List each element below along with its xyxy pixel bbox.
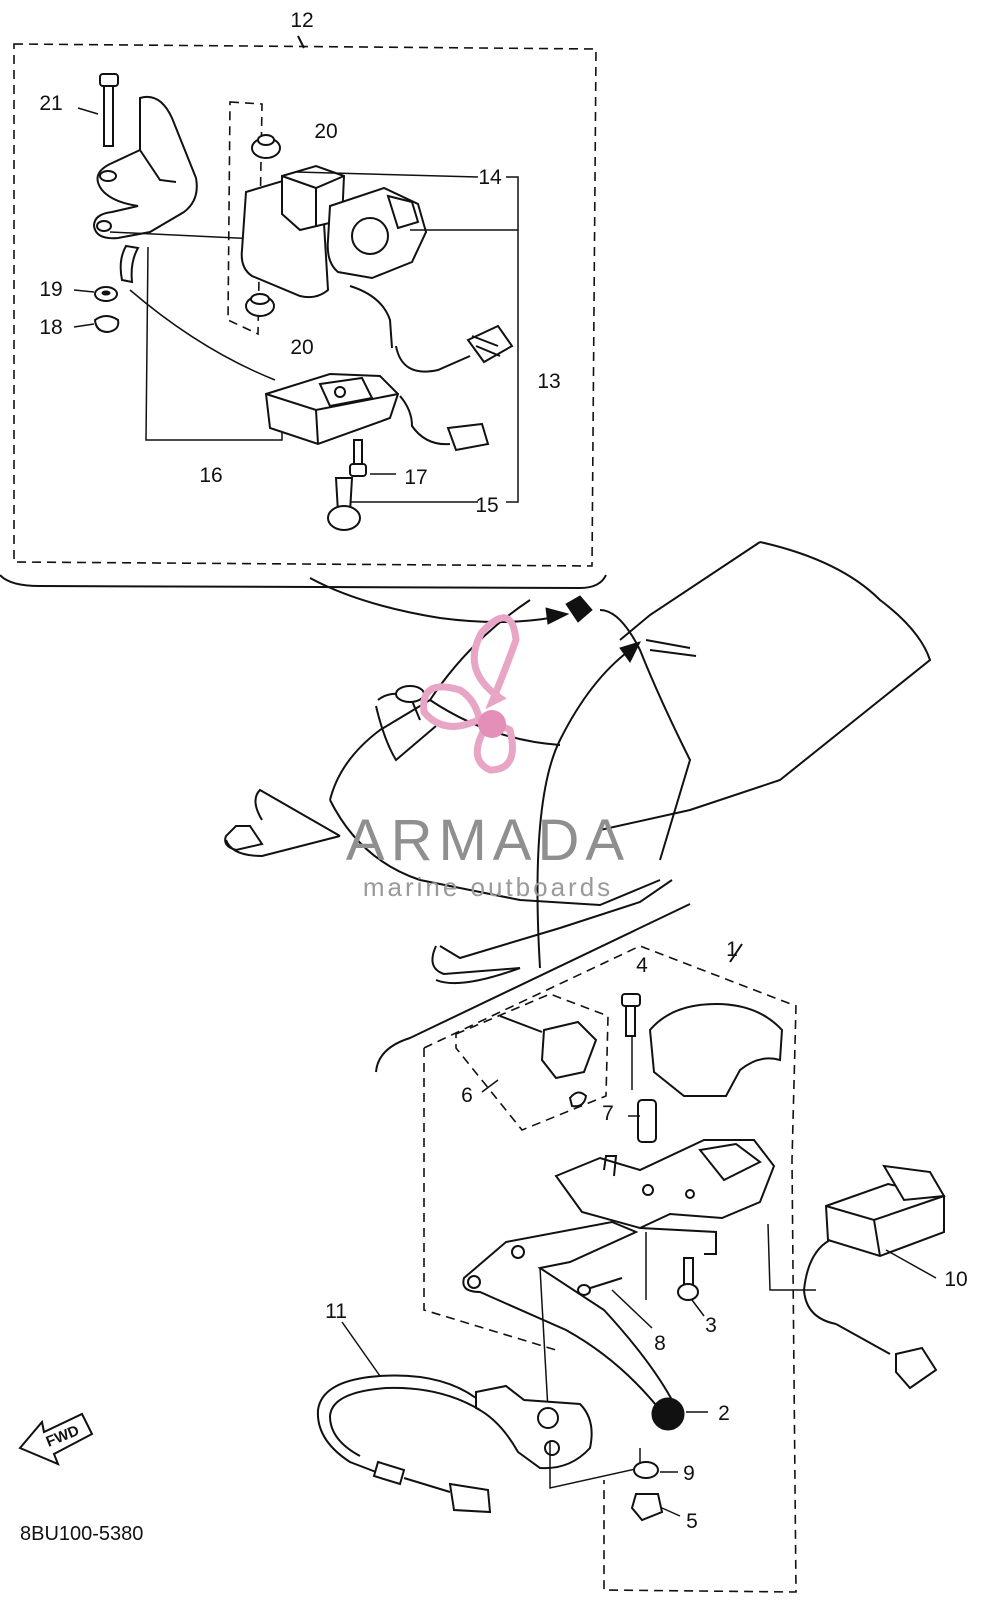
part-label-17: 17	[404, 466, 427, 489]
parts-6-group	[455, 993, 609, 1131]
part-label-12: 12	[290, 9, 313, 32]
part-label-15: 15	[475, 494, 498, 517]
armada-logo-watermark: ARMADA marine outboards	[346, 614, 630, 902]
drawing-code: 8BU100-5380	[20, 1523, 143, 1545]
lever-holder	[554, 1139, 776, 1255]
bolt-21	[77, 73, 119, 147]
part-label-14: 14	[478, 166, 502, 189]
part-label-8: 8	[654, 1332, 666, 1355]
watermark-tagline: marine outboards	[363, 872, 613, 902]
screw-17	[349, 439, 396, 477]
throttle-lever-2	[462, 1220, 708, 1431]
part-label-13: 13	[537, 370, 560, 393]
part-label-19: 19	[39, 278, 62, 301]
part-label-5: 5	[686, 1510, 698, 1533]
part-label-1: 1	[726, 938, 738, 961]
bolt-3	[677, 1257, 705, 1317]
part-label-2: 2	[718, 1402, 730, 1425]
part-label-6: 6	[461, 1084, 473, 1107]
grip-cover	[648, 1002, 784, 1097]
bracket-13	[506, 176, 519, 503]
part-label-16: 16	[199, 464, 222, 487]
part-label-10: 10	[944, 1268, 967, 1291]
upper-assembly-box	[0, 35, 607, 590]
bolt-15	[327, 477, 478, 531]
bolt-4	[621, 993, 641, 1090]
part-label-7: 7	[602, 1102, 614, 1125]
part-label-21: 21	[39, 92, 62, 115]
screw-8	[577, 1277, 653, 1329]
switch-10	[767, 1164, 946, 1390]
switch-unit-14	[227, 101, 518, 373]
part-label-3: 3	[705, 1314, 717, 1337]
sensor-11	[316, 1321, 641, 1514]
watermark-brand: ARMADA	[346, 808, 630, 873]
sleeve-7	[628, 1099, 657, 1143]
part-label-20: 20	[314, 120, 337, 143]
washer-19	[73, 286, 118, 302]
lock-washer-18	[73, 315, 120, 334]
watercraft-body	[224, 541, 932, 985]
part-label-9: 9	[683, 1462, 695, 1485]
bracket-16	[92, 96, 283, 441]
fwd-arrow-icon: FWD	[18, 1412, 94, 1466]
leader-arrows	[309, 577, 697, 1073]
part-label-4: 4	[636, 954, 648, 977]
washer-9	[633, 1461, 678, 1479]
part-label-20: 20	[290, 336, 313, 359]
connector-16-unit	[264, 372, 490, 452]
part-label-11: 11	[325, 1300, 347, 1323]
part-label-18: 18	[39, 316, 62, 339]
lower-assembly-box	[423, 943, 797, 1593]
nut-5	[630, 1493, 681, 1522]
